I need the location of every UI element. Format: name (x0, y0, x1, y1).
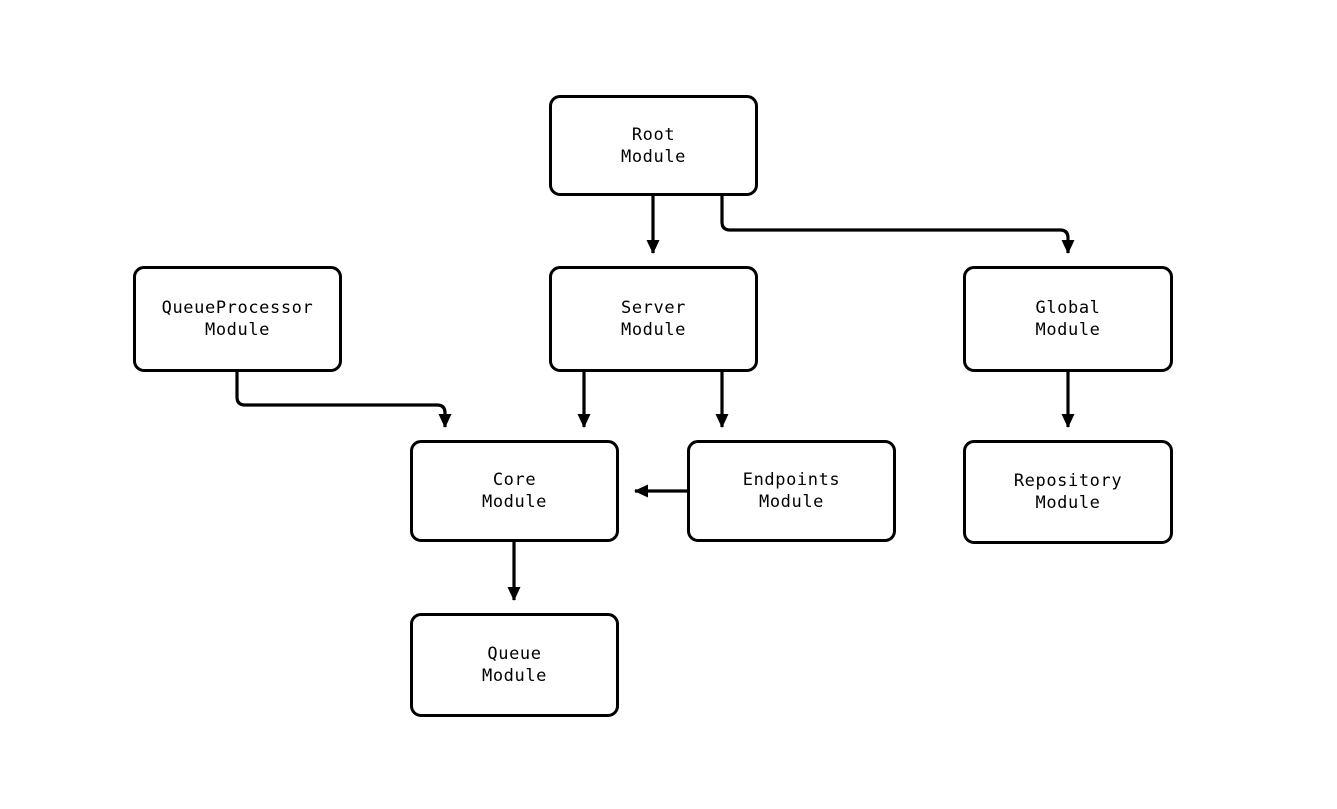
node-repository-module-line1: Repository (1013, 471, 1123, 491)
edge-queueprocessor-core (235, 372, 452, 428)
node-global-module[interactable]: Global Module (963, 266, 1173, 372)
node-repository-module-line2: Module (1035, 493, 1101, 513)
node-root-module[interactable]: Root Module (549, 95, 758, 196)
node-queue-module-line1: Queue (487, 644, 542, 664)
node-core-module-line1: Core (492, 470, 537, 490)
node-server-module-line2: Module (620, 320, 686, 340)
node-server-module-line1: Server (620, 298, 686, 318)
node-queue-module-line2: Module (481, 666, 547, 686)
node-server-module[interactable]: Server Module (549, 266, 758, 372)
node-queueprocessor-module-line2: Module (204, 320, 270, 340)
node-core-module-line2: Module (481, 492, 547, 512)
node-queueprocessor-module-line1: QueueProcessor (161, 298, 314, 318)
node-global-module-line1: Global (1035, 298, 1101, 318)
node-endpoints-module[interactable]: Endpoints Module (687, 440, 896, 542)
edge-root-global (720, 196, 1075, 254)
node-endpoints-module-line2: Module (758, 492, 824, 512)
node-endpoints-module-line1: Endpoints (742, 470, 841, 490)
node-global-module-line2: Module (1035, 320, 1101, 340)
node-repository-module[interactable]: Repository Module (963, 440, 1173, 544)
edges-group (235, 196, 1075, 601)
node-core-module[interactable]: Core Module (410, 440, 619, 542)
node-queueprocessor-module[interactable]: QueueProcessor Module (133, 266, 342, 372)
node-root-module-line2: Module (620, 146, 686, 167)
node-queue-module[interactable]: Queue Module (410, 613, 619, 717)
node-root-module-line1: Root (631, 124, 676, 145)
